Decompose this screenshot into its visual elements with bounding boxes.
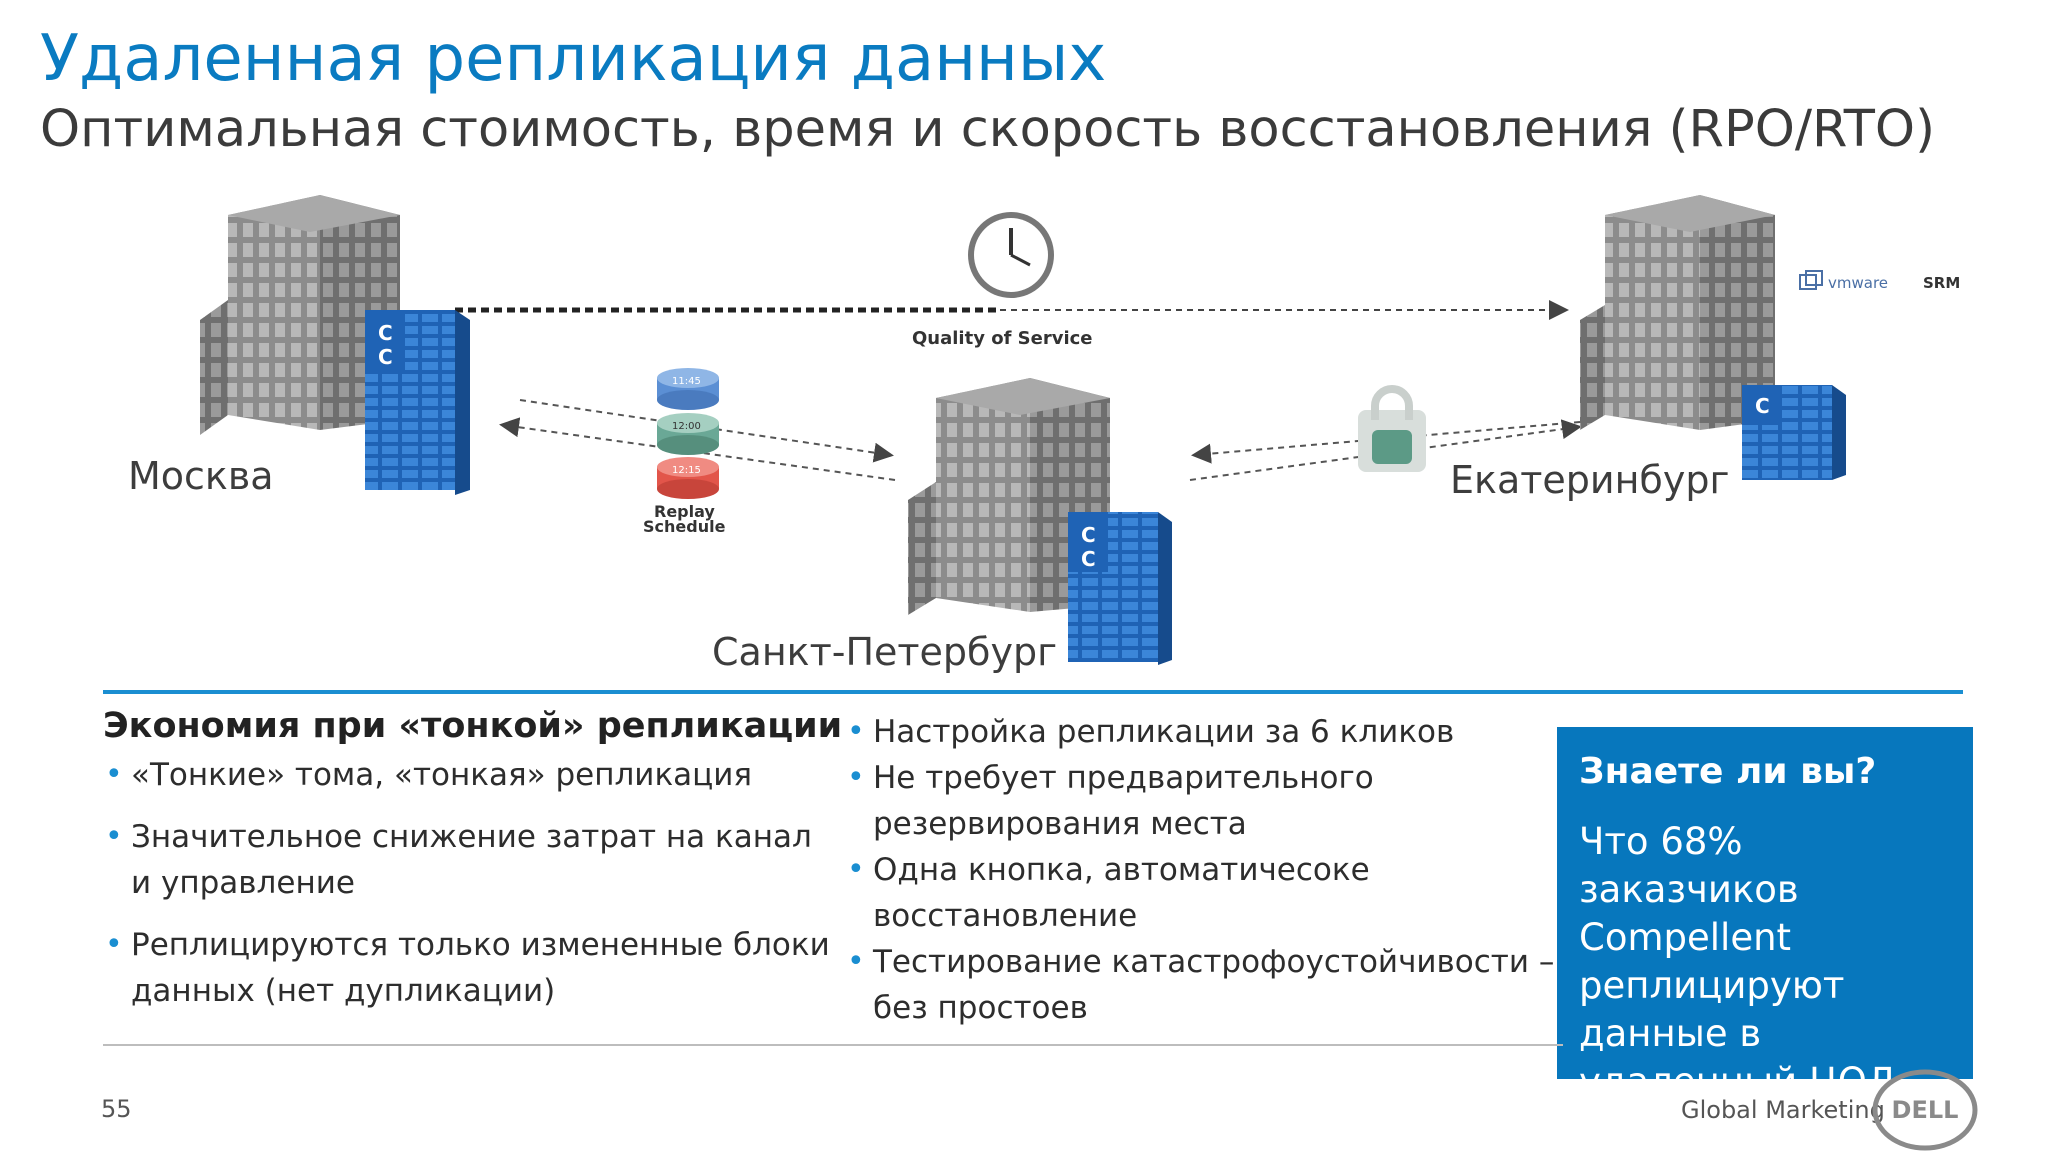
spb-server-letter-1: C	[1081, 523, 1096, 547]
moscow-server-icon	[365, 310, 470, 495]
ekb-server-icon	[1742, 385, 1846, 480]
callout-body: Что 68% заказчиков Compellent реплицирую…	[1579, 820, 1896, 1103]
moscow-server-letter-2: C	[378, 345, 393, 369]
replay-label-line1: Replay	[654, 502, 715, 521]
replay-time-2: 12:00	[672, 421, 701, 432]
callout-heading: Знаете ли вы?	[1579, 751, 1877, 792]
slide-title: Удаленная репликация данных	[40, 22, 1107, 96]
srm-text: SRM	[1923, 274, 1960, 292]
list-item: Тестирование катастрофоустойчивости – бе…	[845, 939, 1555, 1031]
vmware-text: vmware	[1828, 274, 1888, 292]
spb-server-letter-2: C	[1081, 547, 1096, 571]
replay-time-1: 11:45	[672, 376, 701, 387]
list-item: Значительное снижение затрат на канал и …	[103, 814, 838, 906]
middle-column: Настройка репликации за 6 кликов Не треб…	[845, 709, 1555, 1031]
replication-diagram: C C C C C Quality of Service 11	[200, 195, 1846, 665]
city-moscow: Москва	[128, 454, 274, 498]
city-ekaterinburg: Екатеринбург	[1450, 458, 1730, 502]
lock-icon	[1358, 385, 1426, 472]
slide-subtitle: Оптимальная стоимость, время и скорость …	[40, 100, 1935, 159]
list-item: Реплицируются только измененные блоки да…	[103, 922, 838, 1014]
replay-disk-green	[657, 413, 719, 455]
left-column-heading: Экономия при «тонкой» репликации	[103, 706, 843, 746]
replay-disk-blue	[657, 368, 719, 410]
replay-time-3: 12:15	[672, 465, 701, 476]
dell-logo: DELL	[1872, 1069, 1978, 1151]
list-item: Одна кнопка, автоматичесоке восстановлен…	[845, 847, 1555, 939]
footer-text: Global Marketing	[1681, 1096, 1885, 1124]
dell-logo-text: DELL	[1892, 1096, 1959, 1124]
spb-server-icon	[1068, 512, 1172, 665]
moscow-server-letter-1: C	[378, 321, 393, 345]
city-saint-petersburg: Санкт-Петербург	[712, 630, 1058, 674]
list-item: Настройка репликации за 6 кликов	[845, 709, 1555, 755]
qos-label: Quality of Service	[912, 328, 1093, 349]
spb-building-icon	[908, 378, 1110, 615]
spb-ekb-link-top	[1191, 421, 1581, 464]
did-you-know-callout: Знаете ли вы? Что 68% заказчиков Compell…	[1557, 727, 1973, 1103]
ekb-building-icon	[1580, 195, 1775, 430]
page-number: 55	[101, 1095, 132, 1123]
list-item: Не требует предварительного резервирован…	[845, 755, 1555, 847]
clock-icon	[968, 212, 1054, 298]
replay-disk-red	[657, 457, 719, 499]
left-column: Экономия при «тонкой» репликации «Тонкие…	[103, 706, 843, 1030]
footer-divider	[103, 1044, 1563, 1046]
list-item: «Тонкие» тома, «тонкая» репликация	[103, 752, 838, 798]
vmware-srm-logo: vmware SRM	[1799, 270, 1960, 292]
replay-label-line2: Schedule	[643, 517, 726, 536]
ekb-server-letter: C	[1755, 394, 1770, 418]
section-divider	[103, 690, 1963, 694]
